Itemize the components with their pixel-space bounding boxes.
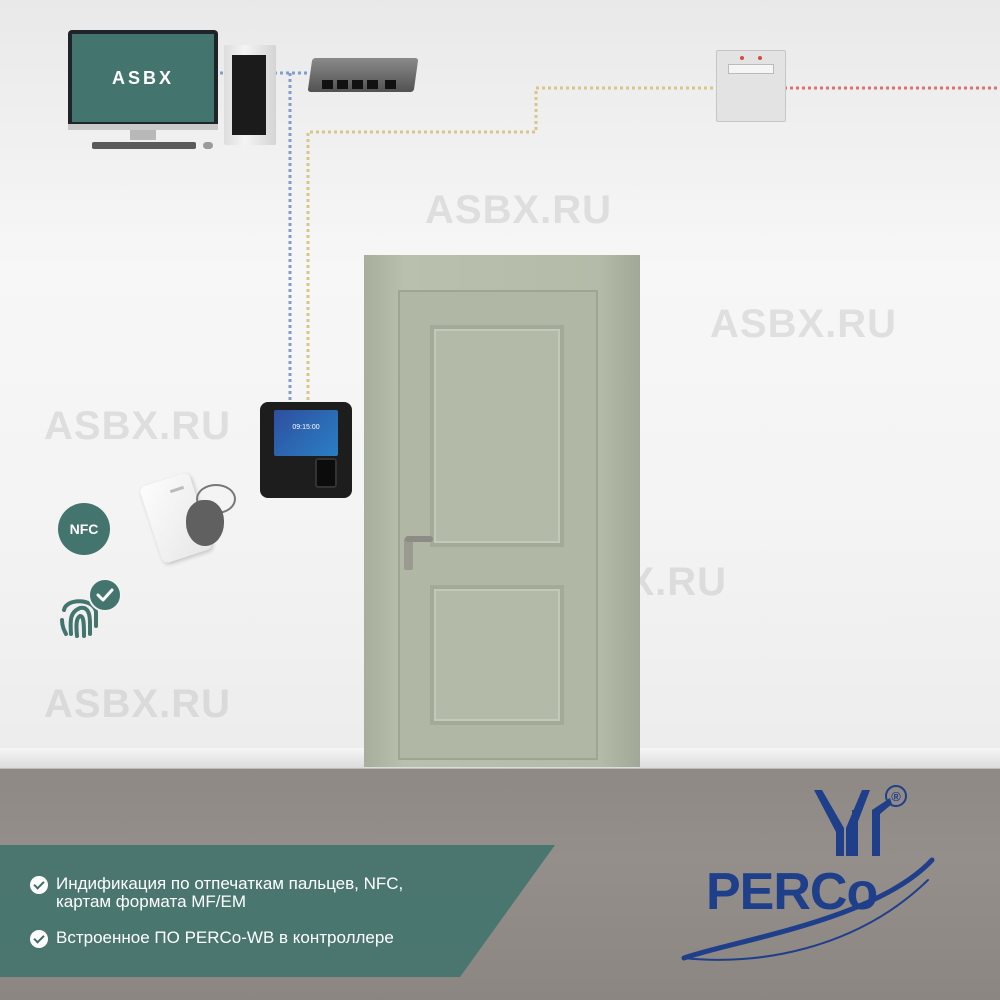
power-supply-unit (716, 50, 786, 122)
keyboard (92, 142, 196, 149)
watermark: ASBX.RU (44, 404, 232, 448)
watermark: ASBX.RU (425, 188, 613, 232)
check-circle-icon (30, 876, 48, 894)
nfc-icon: NFC (58, 503, 110, 555)
checkmark-icon (88, 578, 122, 612)
fingerprint-sensor (315, 458, 337, 488)
feature-text: Встроенное ПО PERCo-WB в контроллере (56, 928, 394, 947)
psu-led (740, 56, 744, 60)
key-fob (186, 500, 224, 546)
computer-monitor: ASBX (68, 30, 218, 130)
door-handle-plate (404, 538, 413, 570)
monitor-chin (68, 124, 218, 130)
switch-port (367, 80, 378, 89)
switch-port (385, 80, 396, 89)
feature-item: Встроенное ПО PERCo-WB в контроллере (30, 929, 394, 948)
feature-text: Индификация по отпечаткам пальцев, NFC, … (56, 874, 404, 911)
switch-port (322, 80, 333, 89)
check-circle-icon (30, 930, 48, 948)
feature-panel: Индификация по отпечаткам пальцев, NFC, … (0, 845, 555, 977)
checkmark-glyph (96, 588, 114, 602)
psu-label-plate (728, 64, 774, 74)
watermark: ASBX.RU (44, 682, 232, 726)
switch-port (337, 80, 348, 89)
monitor-stand (130, 130, 156, 140)
fingerprint-icon (60, 599, 98, 638)
door-panel-bottom (430, 585, 564, 725)
psu-led (758, 56, 762, 60)
mouse (203, 142, 213, 149)
pc-tower-front (232, 55, 266, 135)
terminal-screen-time: 09:15:00 (292, 424, 320, 431)
yellow-power-cable-terminal (306, 86, 716, 400)
monitor-screen: ASBX (72, 34, 214, 122)
door-handle (405, 536, 433, 542)
perco-logo-text: PERCo (706, 863, 878, 921)
perco-logo-mark: ® (681, 785, 935, 961)
nfc-label: NFC (69, 521, 99, 537)
switch-port (352, 80, 363, 89)
watermark: ASBX.RU (710, 302, 898, 346)
feature-panel-background (0, 845, 555, 977)
registered-mark: ® (891, 789, 901, 804)
door-panel-top (430, 325, 564, 547)
monitor-screen-text: ASBX (111, 67, 174, 88)
feature-item: Индификация по отпечаткам пальцев, NFC, … (30, 875, 403, 911)
terminal-screen (274, 410, 338, 456)
